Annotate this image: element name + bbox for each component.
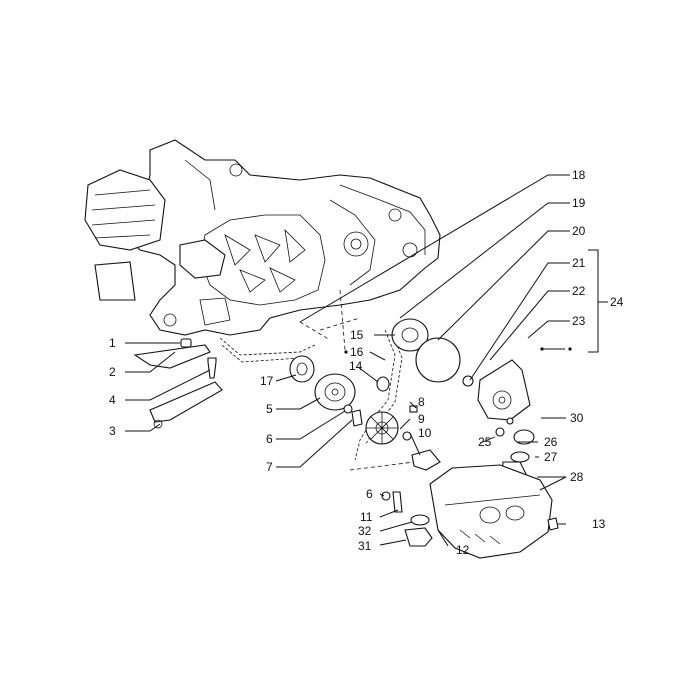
part-26-cap: [513, 429, 535, 445]
part-13-drain-bolt: [547, 517, 559, 531]
part-14-sprocket: [365, 411, 399, 445]
part-31-plug: [404, 527, 433, 547]
part-2-chain-guide-upper: [133, 344, 211, 369]
leader-lines: [125, 174, 608, 547]
part-10-bracket: [411, 449, 441, 471]
dot-markers: [344, 347, 572, 354]
part-4-screw: [207, 357, 217, 379]
part-6-washer-lower: [381, 491, 391, 501]
callout-17: 17: [260, 374, 274, 388]
part-17-tensioner-roller: [289, 355, 315, 383]
callout-10: 10: [418, 426, 432, 440]
callout-24: 24: [610, 295, 624, 309]
callout-28: 28: [570, 470, 584, 484]
part-5-oil-pump: [314, 373, 356, 411]
part-32-ring: [410, 514, 430, 526]
part-16-chain-bolt: [376, 376, 390, 392]
callout-12: 12: [456, 543, 470, 557]
engine-crankcase: [84, 139, 441, 336]
callout-11: 11: [360, 510, 373, 524]
callout-4: 4: [109, 393, 116, 407]
callout-6b: 6: [366, 487, 373, 501]
callout-26: 26: [544, 435, 558, 449]
callout-19: 19: [572, 196, 586, 210]
callout-21: 21: [572, 256, 586, 270]
part-6-washer: [343, 404, 353, 414]
callout-23: 23: [572, 314, 586, 328]
callout-25: 25: [478, 435, 492, 449]
callout-15: 15: [350, 328, 364, 342]
callout-27: 27: [544, 450, 558, 464]
callout-1: 1: [109, 336, 116, 350]
callout-9: 9: [418, 412, 425, 426]
part-25-bolt: [479, 427, 505, 444]
part-12-oil-sump: [429, 464, 553, 559]
callout-13: 13: [592, 517, 606, 531]
callout-5: 5: [266, 402, 273, 416]
callout-20: 20: [572, 224, 586, 238]
callout-2: 2: [109, 365, 116, 379]
callout-30: 30: [570, 411, 584, 425]
part-27-o-ring: [510, 451, 530, 463]
callout-18: 18: [572, 168, 586, 182]
timing-chain: [219, 329, 403, 461]
callout-8: 8: [418, 395, 425, 409]
callout-32: 32: [358, 524, 372, 538]
part-1-bolt: [180, 338, 192, 348]
part-22-cover: [477, 359, 531, 421]
alignment-lines: [299, 289, 431, 471]
callout-3: 3: [109, 424, 116, 438]
part-11-bolt: [392, 491, 403, 513]
callout-16: 16: [350, 345, 364, 359]
part-8-nut: [409, 405, 418, 413]
part-30-screw: [506, 417, 514, 425]
part-3-chain-guide-lower: [149, 381, 223, 429]
callout-7: 7: [266, 460, 273, 474]
part-20-gasket: [415, 337, 461, 383]
callout-labels: 1 2 3 4 5 6 6 7 8 9 10 11 12 13 14 15 16…: [109, 168, 624, 557]
callout-6a: 6: [266, 432, 273, 446]
part-7-bolt: [351, 409, 363, 427]
callout-14: 14: [349, 359, 363, 373]
callout-22: 22: [572, 284, 586, 298]
callout-31: 31: [358, 539, 372, 553]
